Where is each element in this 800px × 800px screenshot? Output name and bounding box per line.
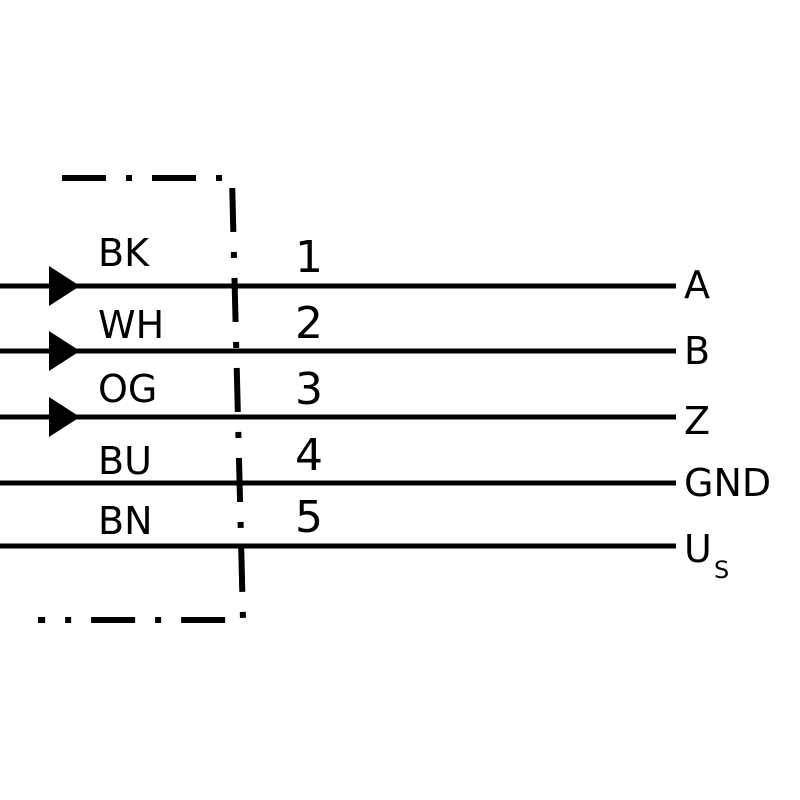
- connector-housing-outline: [38, 175, 247, 623]
- pin-number-2: 2: [295, 298, 323, 349]
- signal-label-2: B: [684, 329, 710, 373]
- signal-label-3: Z: [684, 399, 710, 443]
- pin-number-1: 1: [295, 232, 323, 283]
- pin-number-4: 4: [295, 430, 323, 481]
- color-code-label-4: BU: [98, 439, 152, 483]
- color-code-label-1: BK: [98, 231, 150, 275]
- pin-number-3: 3: [295, 364, 323, 415]
- signal-label-4: GND: [684, 461, 771, 505]
- arrow-icon-3: [49, 397, 80, 437]
- arrow-icon-1: [49, 266, 80, 306]
- color-code-label-2: WH: [98, 303, 164, 347]
- signal-label-5: U: [684, 527, 712, 571]
- color-code-label-3: OG: [98, 367, 157, 411]
- arrow-icon-2: [49, 331, 80, 371]
- color-code-label-5: BN: [98, 499, 153, 543]
- pin-number-5: 5: [295, 492, 323, 543]
- signal-label-1: A: [684, 263, 710, 307]
- signal-label-5-subscript: S: [714, 556, 729, 584]
